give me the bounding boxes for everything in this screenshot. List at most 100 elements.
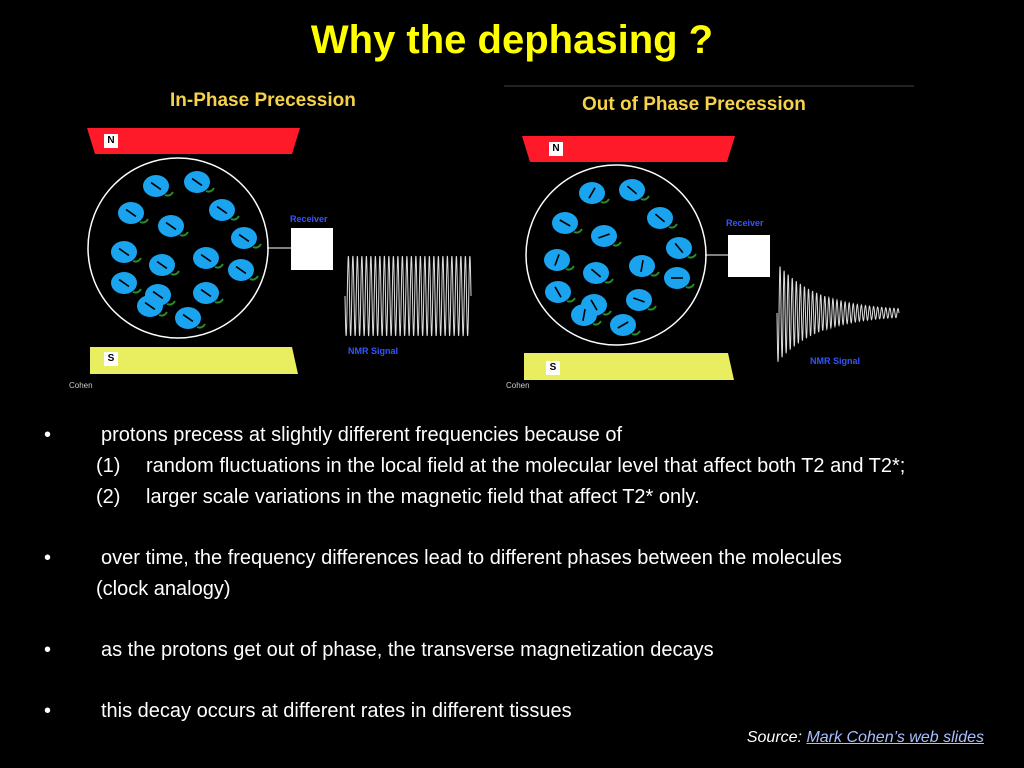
panel-title: Out of Phase Precession — [582, 94, 806, 115]
sub-item-number: (2) — [96, 486, 121, 508]
spin-arrow — [588, 187, 596, 199]
sub-item: (2) larger scale variations in the magne… — [44, 482, 1004, 513]
bullet-text: protons precess at slightly different fr… — [101, 424, 623, 446]
precession-arc — [214, 263, 224, 269]
sub-item-number: (1) — [96, 455, 121, 477]
precession-arc — [179, 231, 189, 237]
spin-arrow — [674, 242, 684, 254]
spin-arrow — [200, 288, 212, 298]
north-pole-magnet — [87, 128, 300, 154]
precession-arc — [592, 320, 602, 326]
spin-arrow — [617, 321, 629, 329]
precession-arc — [573, 228, 583, 234]
spin-arrow — [191, 177, 203, 187]
north-label: N — [104, 134, 118, 148]
spin-arrow — [156, 260, 168, 270]
receiver-label: Receiver — [726, 218, 764, 228]
precession-arc — [602, 310, 612, 316]
credit: Cohen — [69, 381, 93, 390]
south-pole-magnet — [524, 353, 734, 380]
precession-arc — [166, 300, 176, 306]
precession-arc — [164, 191, 174, 197]
spin-arrow — [554, 286, 562, 298]
precession-arc — [132, 257, 142, 263]
bullet-marker: • — [44, 424, 52, 446]
credit: Cohen — [506, 381, 530, 390]
precession-arc — [158, 311, 168, 317]
precession-arc — [230, 215, 240, 221]
south-label: S — [104, 352, 118, 366]
sub-item-text: random fluctuations in the local field a… — [146, 455, 906, 477]
panel-title: In-Phase Precession — [170, 90, 356, 111]
precession-arc — [668, 223, 678, 229]
bullet-continuation: (clock analogy) — [44, 574, 1004, 605]
precession-arc — [566, 297, 576, 303]
bullet-item: • as the protons get out of phase, the t… — [44, 635, 1004, 666]
spin-arrow — [144, 301, 156, 311]
nmr-signal-waveform — [776, 266, 900, 362]
precession-arc — [132, 288, 142, 294]
spin-arrow — [118, 247, 130, 257]
north-pole-magnet — [522, 136, 735, 162]
out-of-phase-diagram-graphic — [504, 85, 914, 380]
precession-arc — [205, 187, 215, 193]
bullet-marker: • — [44, 547, 52, 569]
spin-arrow — [598, 233, 610, 239]
precession-arc — [139, 218, 149, 224]
spin-arrow — [554, 254, 560, 266]
precession-arc — [249, 275, 259, 281]
precession-arc — [640, 195, 650, 201]
spin-arrow — [582, 308, 586, 322]
spin-arrow — [640, 259, 644, 273]
proton-group — [111, 171, 262, 329]
precession-arc — [631, 330, 641, 336]
spin-arrow — [125, 208, 137, 218]
precession-arc — [647, 305, 657, 311]
spin-arrow — [165, 221, 177, 231]
spin-arrow — [590, 268, 602, 278]
spin-arrow — [633, 297, 645, 303]
spin-arrow — [200, 253, 212, 263]
south-label: S — [546, 361, 560, 375]
receiver-label: Receiver — [290, 214, 328, 224]
spin-arrow — [238, 233, 250, 243]
spin-arrow — [235, 265, 247, 275]
precession-arc — [214, 298, 224, 304]
source-citation: Source: Mark Cohen’s web slides — [747, 729, 984, 747]
bullet-marker: • — [44, 639, 52, 661]
nmr-signal-waveform — [344, 255, 472, 337]
receiver-box — [291, 228, 333, 270]
source-link[interactable]: Mark Cohen’s web slides — [806, 729, 984, 746]
bullet-item: • this decay occurs at different rates i… — [44, 696, 1004, 727]
precession-arc — [650, 271, 660, 277]
bullet-list: • protons precess at slightly different … — [44, 420, 1004, 727]
bullet-marker: • — [44, 700, 52, 722]
sub-item-text: larger scale variations in the magnetic … — [146, 486, 700, 508]
precession-arc — [604, 278, 614, 284]
bullet-item: • protons precess at slightly different … — [44, 420, 1004, 451]
spin-arrow — [150, 181, 162, 191]
bullet-text: over time, the frequency differences lea… — [101, 547, 842, 569]
south-pole-magnet — [90, 347, 298, 374]
in-phase-diagram-graphic — [87, 128, 472, 374]
bullet-text: this decay occurs at different rates in … — [101, 700, 572, 722]
bullet-continuation-text: (clock analogy) — [96, 578, 231, 600]
precession-arc — [252, 243, 262, 249]
precession-arc — [565, 265, 575, 271]
spin-arrow — [559, 219, 571, 227]
spin-arrow — [590, 299, 598, 311]
spin-arrow — [182, 313, 194, 323]
spin-arrow — [216, 205, 228, 215]
proton-group — [544, 179, 697, 336]
spin-arrow — [626, 185, 638, 195]
precession-arc — [685, 283, 695, 289]
spin-arrow — [152, 290, 164, 300]
precession-arc — [196, 323, 206, 329]
precession-arc — [600, 198, 610, 204]
source-label: Source: — [746, 729, 802, 746]
nmr-signal-label: NMR Signal — [348, 346, 399, 356]
spin-arrow — [118, 278, 130, 288]
north-label: N — [549, 142, 563, 156]
nmr-signal-label: NMR Signal — [810, 356, 861, 366]
page-title: Why the dephasing ? — [310, 18, 714, 62]
